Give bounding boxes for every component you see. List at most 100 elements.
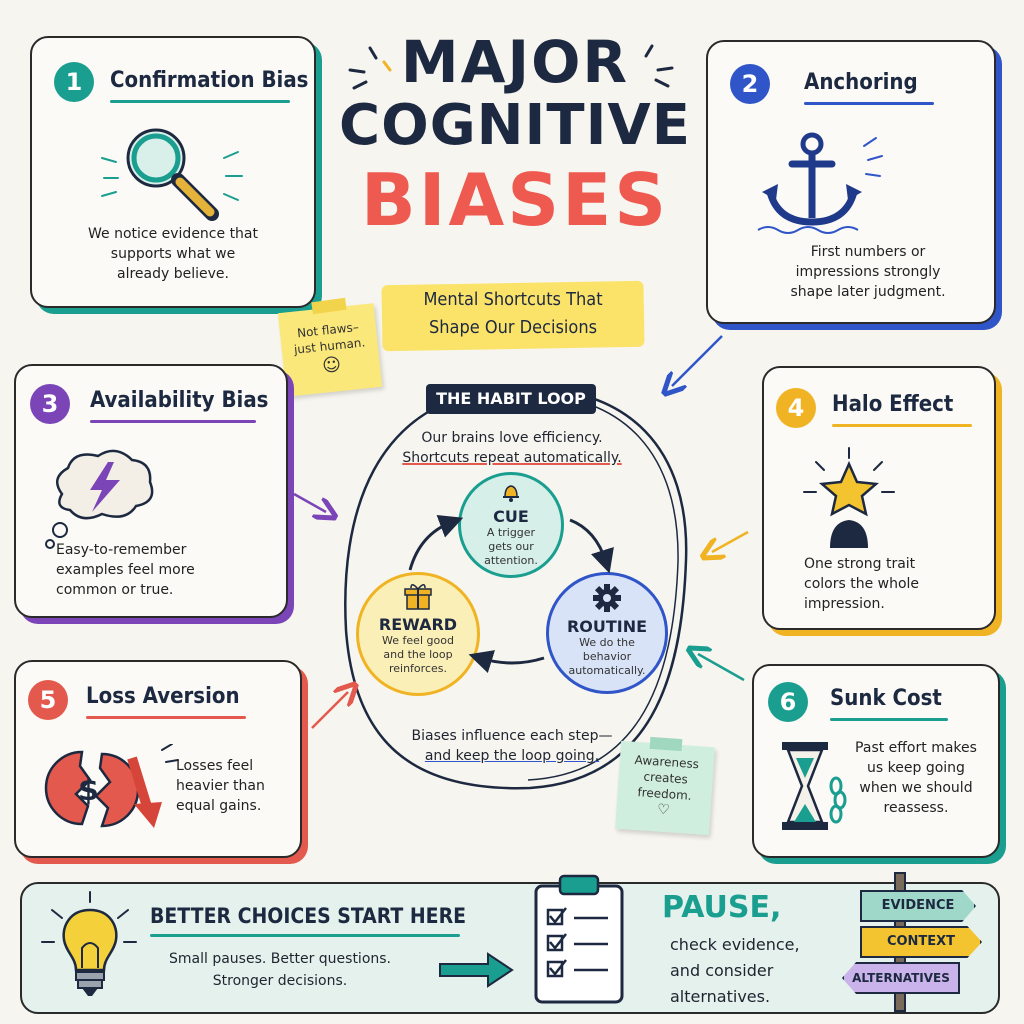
card-text-line: equal gains. <box>176 798 262 814</box>
card-anchoring: 2 Anchoring First numbers or impressions… <box>706 40 996 324</box>
reward-title: REWARD <box>378 615 458 634</box>
cue-title: CUE <box>493 507 529 526</box>
card-confirmation-bias: 1 Confirmation Bias We notice evidence t… <box>30 36 316 308</box>
card-text-line: shape later judgment. <box>790 284 946 300</box>
card-text-line: impression. <box>804 596 885 612</box>
card-text-line: colors the whole <box>804 576 920 592</box>
routine-text-line: automatically. <box>568 664 646 677</box>
banner-sub-line: Stronger decisions. <box>212 973 348 989</box>
bottom-banner: BETTER CHOICES START HERE Small pauses. … <box>20 872 1000 1014</box>
card-description: One strong trait colors the whole impres… <box>804 554 984 614</box>
card-halo-effect: 4 Halo Effect One strong trait colors th… <box>762 366 996 630</box>
card-description: We notice evidence that supports what we… <box>42 224 304 284</box>
sparkle-left-icon <box>348 46 392 90</box>
subtitle-line-2: Shape Our Decisions <box>428 317 598 338</box>
title-underline <box>804 102 934 105</box>
pause-line: and consider <box>670 961 774 980</box>
title-underline <box>86 716 246 719</box>
title-line-3: BIASES <box>360 158 670 242</box>
card-title: Sunk Cost <box>830 686 942 711</box>
reward-text: We feel good and the loop reinforces. <box>359 634 477 676</box>
bell-icon <box>503 485 519 502</box>
card-text-line: when we should <box>859 780 973 796</box>
card-text-line: supports what we <box>110 246 236 262</box>
banner-underline <box>150 934 460 937</box>
habit-loop-label: THE HABIT LOOP <box>426 384 596 414</box>
title-line-1: MAJOR <box>400 28 630 96</box>
routine-text: We do the behavior automatically. <box>549 636 665 678</box>
card-text-line: common or true. <box>56 582 174 598</box>
loop-node-cue: CUE A trigger gets our attention. <box>458 472 564 578</box>
card-sunk-cost: 6 Sunk Cost Past effort makes us keep go… <box>752 664 1000 858</box>
cue-text: A trigger gets our attention. <box>461 526 561 568</box>
card-text-line: heavier than <box>176 778 265 794</box>
title-underline <box>90 420 256 423</box>
title-block: MAJOR COGNITIVE BIASES <box>330 30 700 242</box>
intro-line: Shortcuts repeat automatically. <box>402 450 622 466</box>
card-number-badge: 5 <box>28 680 68 720</box>
card-title: Confirmation Bias <box>110 68 309 93</box>
card-text-line: Easy-to-remember <box>56 542 187 558</box>
cue-text-line: gets our <box>488 540 534 553</box>
sign-alternatives: ALTERNATIVES <box>842 962 960 994</box>
card-description: Losses feel heavier than equal gains. <box>176 756 286 816</box>
card-title: Availability Bias <box>90 388 269 413</box>
gift-icon <box>404 584 432 610</box>
card-title: Anchoring <box>804 70 918 95</box>
card-text-line: us keep going <box>867 760 965 776</box>
cue-text-line: attention. <box>484 554 538 567</box>
card-number-badge: 6 <box>768 682 808 722</box>
sign-evidence: EVIDENCE <box>860 890 976 922</box>
magnifier-icon <box>101 128 243 221</box>
habit-loop-outline <box>344 386 688 790</box>
card-description: Past effort makes us keep going when we … <box>846 738 986 818</box>
card-text-line: Past effort makes <box>855 740 977 756</box>
banner-subtext: Small pauses. Better questions. Stronger… <box>150 948 410 992</box>
subtitle-line-1: Mental Shortcuts That <box>423 289 603 310</box>
title-underline <box>830 718 948 721</box>
pause-text: check evidence, and consider alternative… <box>670 932 800 1010</box>
pause-line: alternatives. <box>670 987 771 1006</box>
banner-sub-line: Small pauses. Better questions. <box>168 951 392 967</box>
card-title: Loss Aversion <box>86 684 240 709</box>
loop-node-routine: ROUTINE We do the behavior automatically… <box>546 572 668 694</box>
pause-line: check evidence, <box>670 935 800 954</box>
loop-node-reward: REWARD We feel good and the loop reinfor… <box>356 572 480 696</box>
svg-text:$: $ <box>78 773 99 808</box>
subtitle: Mental Shortcuts That Shape Our Decision… <box>382 286 644 342</box>
outro-line: and keep the loop going. <box>424 748 600 764</box>
title-underline <box>832 424 972 427</box>
outro-line: Biases influence each step— <box>411 728 613 744</box>
clipboard-icon <box>534 874 624 1004</box>
card-loss-aversion: 5 Loss Aversion $ Losses feel heavier th… <box>14 660 302 858</box>
card-text-line: We notice evidence that <box>87 226 259 242</box>
card-number-badge: 4 <box>776 388 816 428</box>
card-title: Halo Effect <box>832 392 954 417</box>
anchor-icon <box>757 132 883 234</box>
thought-cloud-icon <box>45 449 154 549</box>
card-availability-bias: 3 Availability Bias Easy-to-remember exa… <box>14 364 288 618</box>
card-number-badge: 1 <box>54 62 94 102</box>
gear-icon <box>593 584 621 612</box>
card-text-line: examples feel more <box>56 562 195 578</box>
cue-text-line: A trigger <box>486 526 536 539</box>
broken-coin-icon: $ <box>44 744 179 828</box>
card-number-badge: 3 <box>30 384 70 424</box>
lightbulb-icon <box>41 891 137 996</box>
banner-heading: BETTER CHOICES START HERE <box>150 904 467 928</box>
habit-loop-outro: Biases influence each step— and keep the… <box>380 726 644 766</box>
intro-line: Our brains love efficiency. <box>421 430 603 446</box>
title-line-2: COGNITIVE <box>339 93 691 158</box>
star-person-icon <box>803 447 895 548</box>
reward-text-line: We feel good <box>382 634 454 647</box>
card-description: First numbers or impressions strongly sh… <box>768 242 968 302</box>
card-text-line: First numbers or <box>810 244 926 260</box>
habit-loop-intro: Our brains love efficiency. Shortcuts re… <box>380 428 644 468</box>
routine-text-line: behavior <box>582 650 632 663</box>
reward-text-line: reinforces. <box>388 662 447 675</box>
card-text-line: reassess. <box>883 800 949 816</box>
card-text-line: Losses feel <box>176 758 254 774</box>
arrow-right-icon <box>439 952 514 988</box>
reward-text-line: and the loop <box>383 648 453 661</box>
